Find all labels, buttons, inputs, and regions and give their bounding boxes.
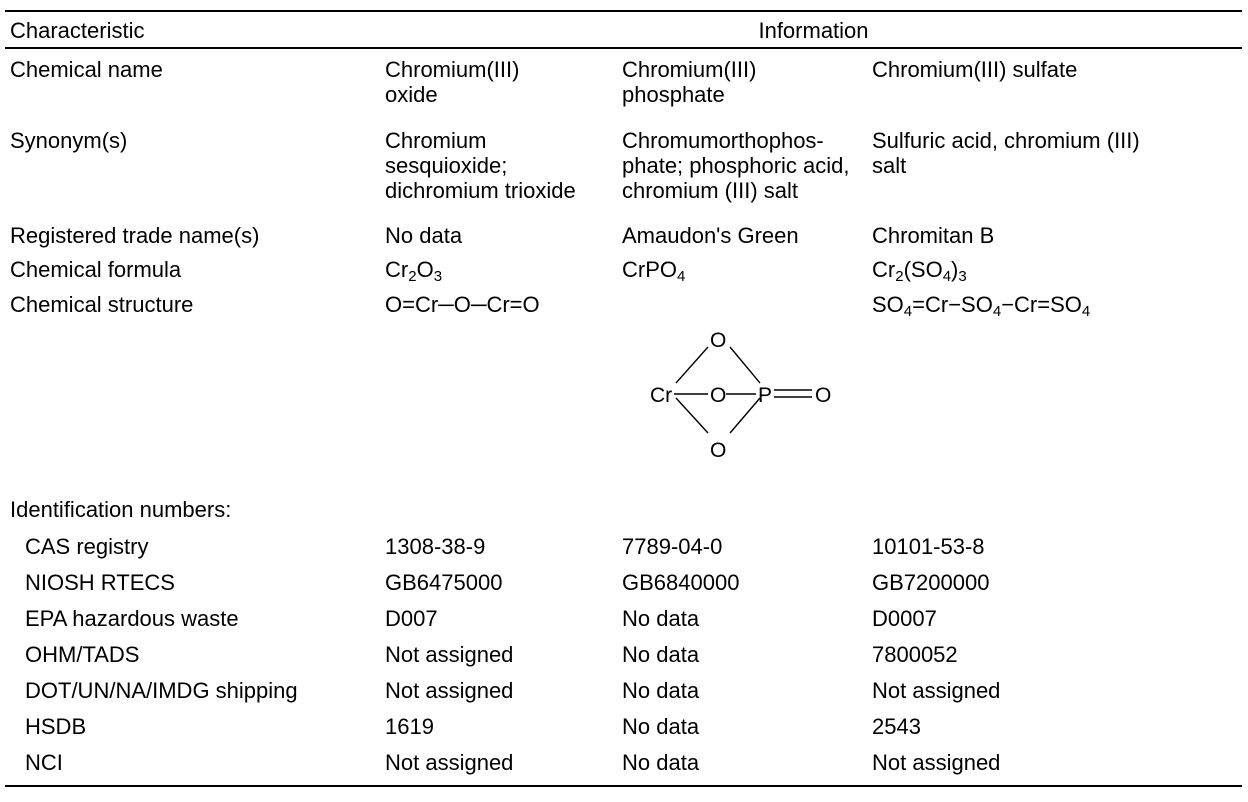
row-label-epa: EPA hazardous waste bbox=[25, 606, 239, 631]
bond-p-o-bottom bbox=[729, 397, 761, 434]
nci-phosphate: No data bbox=[622, 750, 700, 775]
chemical-name-oxide: Chromium(III) oxide bbox=[385, 57, 520, 107]
formula-phosphate: CrPO4 bbox=[622, 257, 686, 285]
ohm-phosphate: No data bbox=[622, 642, 700, 667]
cas-sulfate: 10101-53-8 bbox=[872, 534, 985, 559]
nci-sulfate: Not assigned bbox=[872, 750, 1001, 775]
formula-oxide: Cr2O3 bbox=[385, 257, 443, 285]
row-label-trade-names: Registered trade name(s) bbox=[10, 223, 260, 248]
epa-oxide: D007 bbox=[385, 606, 438, 631]
row-label-nci: NCI bbox=[25, 750, 63, 775]
trade-name-phosphate: Amaudon's Green bbox=[622, 223, 799, 248]
hsdb-sulfate: 2543 bbox=[872, 714, 921, 739]
row-label-ohm: OHM/TADS bbox=[25, 642, 140, 667]
synonyms-phosphate: Chromumorthophos- phate; phosphoric acid… bbox=[622, 128, 850, 203]
chemical-name-phosphate: Chromium(III) phosphate bbox=[622, 57, 757, 107]
dot-sulfate: Not assigned bbox=[872, 678, 1001, 703]
hsdb-phosphate: No data bbox=[622, 714, 700, 739]
formula-sulfate: Cr2(SO4)3 bbox=[872, 257, 967, 285]
table-bottom-rule bbox=[5, 785, 1242, 787]
dot-phosphate: No data bbox=[622, 678, 700, 703]
nci-oxide: Not assigned bbox=[385, 750, 514, 775]
id-numbers-heading: Identification numbers: bbox=[10, 497, 232, 522]
atom-o-center: O bbox=[710, 384, 726, 407]
cas-oxide: 1308-38-9 bbox=[385, 534, 486, 559]
dot-oxide: Not assigned bbox=[385, 678, 514, 703]
row-label-chemical-name: Chemical name bbox=[10, 57, 163, 82]
header-information: Information bbox=[758, 18, 869, 43]
synonyms-sulfate: Sulfuric acid, chromium (III) salt bbox=[872, 128, 1140, 178]
synonyms-oxide: Chromium sesquioxide; dichromium trioxid… bbox=[385, 128, 576, 203]
trade-name-sulfate: Chromitan B bbox=[872, 223, 995, 248]
structure-sulfate: SO4=Cr−SO4−Cr=SO4 bbox=[872, 292, 1091, 320]
epa-sulfate: D0007 bbox=[872, 606, 937, 631]
structure-phosphate-diagram: O Cr O P O O bbox=[650, 329, 831, 462]
row-label-niosh: NIOSH RTECS bbox=[25, 570, 175, 595]
bond-o-p-top bbox=[729, 346, 761, 384]
niosh-oxide: GB6475000 bbox=[385, 570, 503, 595]
ohm-sulfate: 7800052 bbox=[872, 642, 958, 667]
row-label-structure: Chemical structure bbox=[10, 292, 194, 317]
atom-o-top: O bbox=[710, 329, 726, 352]
header-characteristic: Characteristic bbox=[10, 18, 145, 43]
cas-phosphate: 7789-04-0 bbox=[622, 534, 723, 559]
atom-p: P bbox=[758, 384, 772, 407]
table-top-rule bbox=[5, 10, 1242, 12]
row-label-cas: CAS registry bbox=[25, 534, 149, 559]
atom-cr: Cr bbox=[650, 384, 672, 407]
row-label-synonyms: Synonym(s) bbox=[10, 128, 128, 153]
row-label-formula: Chemical formula bbox=[10, 257, 182, 282]
bond-o-cr-top bbox=[675, 346, 709, 384]
atom-o-bottom: O bbox=[710, 439, 726, 462]
row-label-dot: DOT/UN/NA/IMDG shipping bbox=[25, 678, 298, 703]
header-rule bbox=[5, 47, 1242, 49]
structure-oxide: O=Cr─O─Cr=O bbox=[385, 292, 540, 317]
row-label-hsdb: HSDB bbox=[25, 714, 87, 739]
bond-cr-o-bottom bbox=[675, 397, 709, 434]
chemical-name-sulfate: Chromium(III) sulfate bbox=[872, 57, 1078, 82]
trade-name-oxide: No data bbox=[385, 223, 463, 248]
niosh-phosphate: GB6840000 bbox=[622, 570, 740, 595]
atom-o-right: O bbox=[815, 384, 831, 407]
ohm-oxide: Not assigned bbox=[385, 642, 514, 667]
hsdb-oxide: 1619 bbox=[385, 714, 434, 739]
epa-phosphate: No data bbox=[622, 606, 700, 631]
niosh-sulfate: GB7200000 bbox=[872, 570, 990, 595]
